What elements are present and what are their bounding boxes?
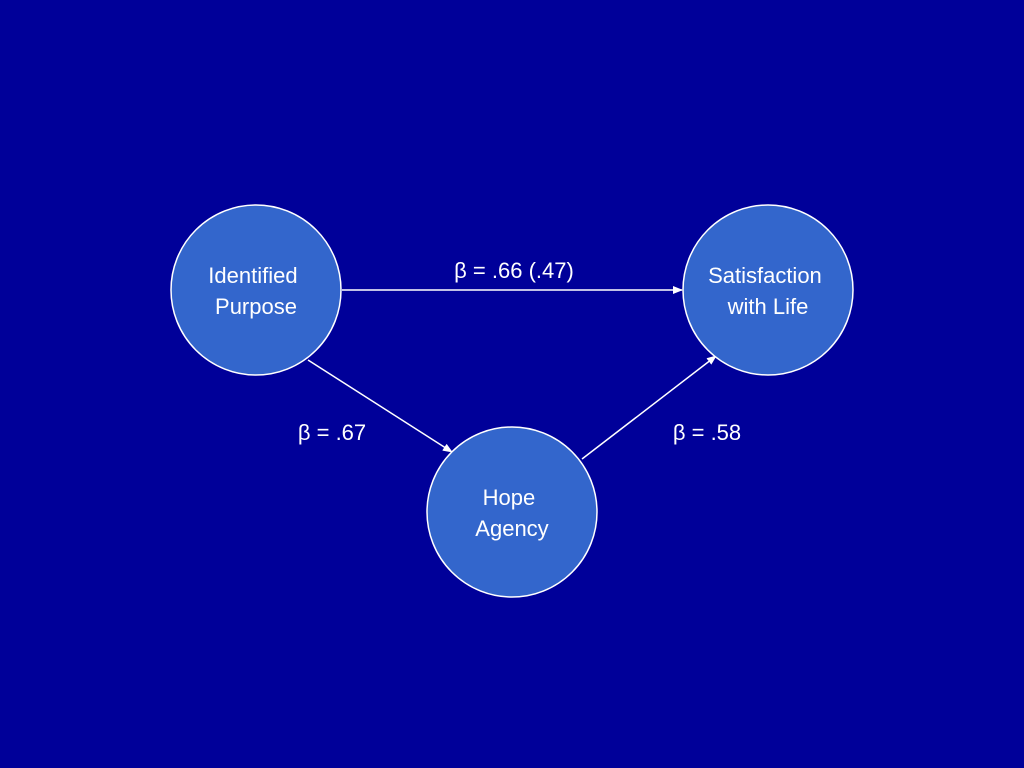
edge-purpose-to-hope-label: β = .67 <box>298 420 366 445</box>
svg-text:Satisfaction with Life: Satisfaction with Life <box>708 263 828 319</box>
edge-purpose-to-satisfaction-label: β = .66 (.47) <box>454 258 574 283</box>
edge-hope-to-satisfaction-arrow <box>581 355 717 460</box>
node-satisfaction-with-life-line2: with Life <box>727 294 809 319</box>
node-identified-purpose: Identified Purpose <box>170 204 342 376</box>
node-satisfaction-with-life-circle <box>682 204 854 376</box>
node-hope-agency-line1: Hope <box>483 485 536 510</box>
edge-purpose-to-hope-arrow <box>307 359 453 453</box>
edge-hope-to-satisfaction-label: β = .58 <box>673 420 741 445</box>
node-hope-agency-line2: Agency <box>475 516 548 541</box>
node-hope-agency: Hope Agency <box>426 426 598 598</box>
node-identified-purpose-circle <box>170 204 342 376</box>
node-identified-purpose-line2: Purpose <box>215 294 297 319</box>
node-identified-purpose-line1: Identified <box>208 263 297 288</box>
node-hope-agency-circle <box>426 426 598 598</box>
node-satisfaction-with-life: Satisfaction with Life <box>682 204 854 376</box>
node-satisfaction-with-life-line1: Satisfaction <box>708 263 822 288</box>
svg-text:Hope Agency: Hope Agency <box>475 485 548 541</box>
svg-text:Identified Purpose: Identified Purpose <box>208 263 303 319</box>
